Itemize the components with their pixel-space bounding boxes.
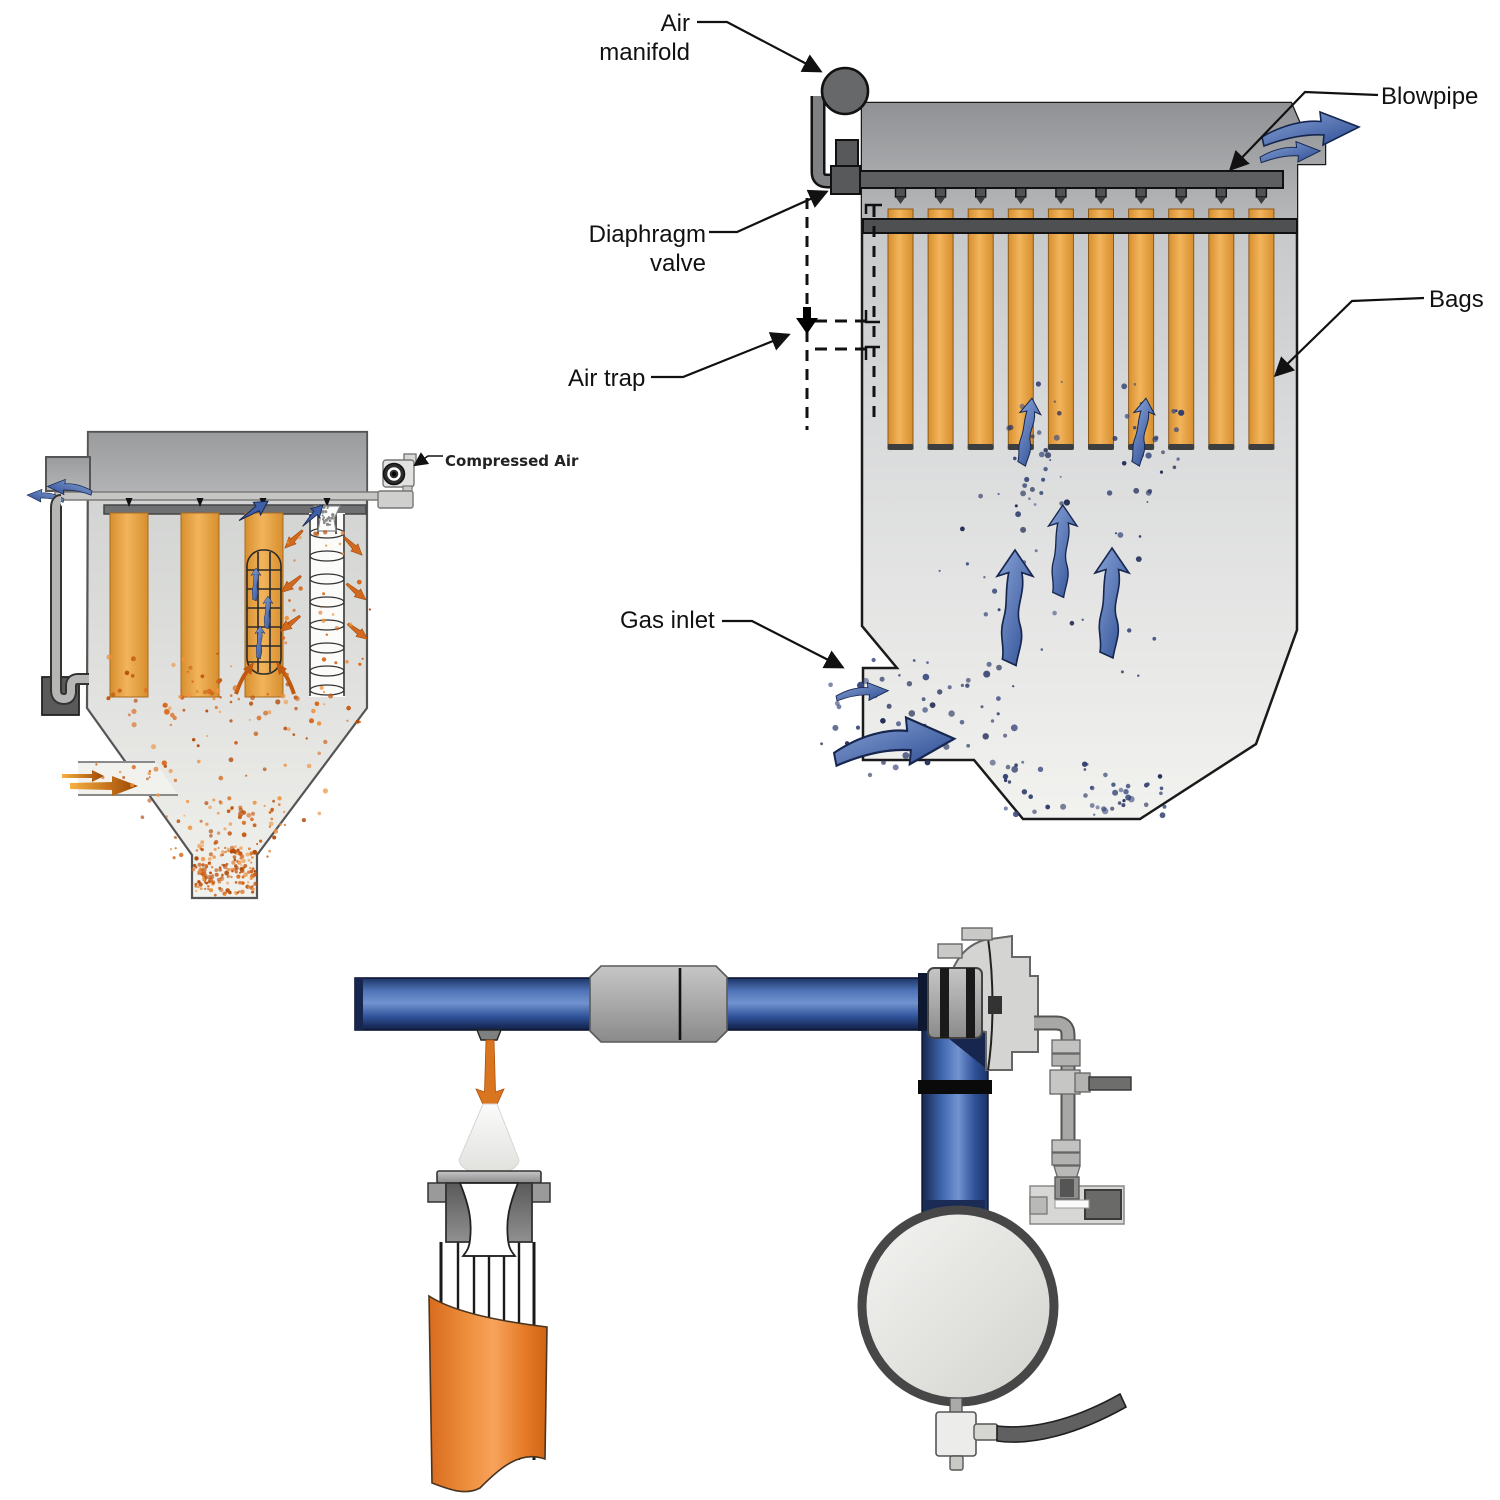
fabric-bag xyxy=(428,1294,548,1493)
label-diaphragm-valve: Diaphragm valve xyxy=(588,221,706,277)
small-baghouse xyxy=(26,430,443,900)
manometer-assembly xyxy=(41,494,89,716)
leader-lines xyxy=(651,20,1425,669)
air-manifold xyxy=(820,66,870,116)
bag-bottom-arrows xyxy=(234,662,296,695)
orange-dust-particles xyxy=(95,530,371,897)
tube-sheet xyxy=(862,218,1298,234)
label-gas-inlet: Gas inlet xyxy=(620,607,715,634)
detail-diaphragm-valve xyxy=(927,927,1039,1071)
main-baghouse xyxy=(651,20,1425,821)
label-air-manifold: Air manifold xyxy=(599,10,690,66)
compressed-air-header xyxy=(54,491,392,501)
blowpipe xyxy=(856,170,1284,204)
filter-bags xyxy=(887,208,1275,450)
label-air-trap: Air trap xyxy=(568,365,646,392)
air-trap-symbol xyxy=(796,307,818,334)
pulse-nozzle xyxy=(475,1029,503,1041)
compressed-air-leader xyxy=(413,452,443,467)
small-plenum xyxy=(87,431,368,498)
compressed-air-unit xyxy=(377,453,417,509)
small-tube-sheet xyxy=(103,504,367,515)
label-bags: Bags xyxy=(1429,286,1484,313)
label-blowpipe: Blowpipe xyxy=(1381,83,1479,110)
pilot-branch xyxy=(1088,1076,1132,1091)
air-trap-assembly xyxy=(796,198,882,430)
pipe-clamp-band xyxy=(918,1080,992,1094)
air-manifold-assembly xyxy=(810,66,870,195)
clean-air-plenum xyxy=(862,103,1325,222)
venturi-assembly xyxy=(427,1170,551,1493)
pulse-valve-detail xyxy=(354,927,1132,1493)
air-spray-cone xyxy=(458,1103,520,1175)
solenoid-valve xyxy=(1029,1176,1125,1225)
air-supply-hose xyxy=(996,1392,1128,1443)
air-reservoir-tank xyxy=(857,1205,1059,1407)
label-compressed-air: Compressed Air xyxy=(445,452,579,470)
pipe-coupling xyxy=(589,965,728,1043)
small-inlet-arrows xyxy=(62,770,138,796)
tank-drain-fitting xyxy=(935,1397,999,1471)
blowpipe-nozzles xyxy=(894,187,1268,204)
pilot-line xyxy=(1034,1015,1132,1190)
pulsed-bag-cage xyxy=(246,549,282,675)
